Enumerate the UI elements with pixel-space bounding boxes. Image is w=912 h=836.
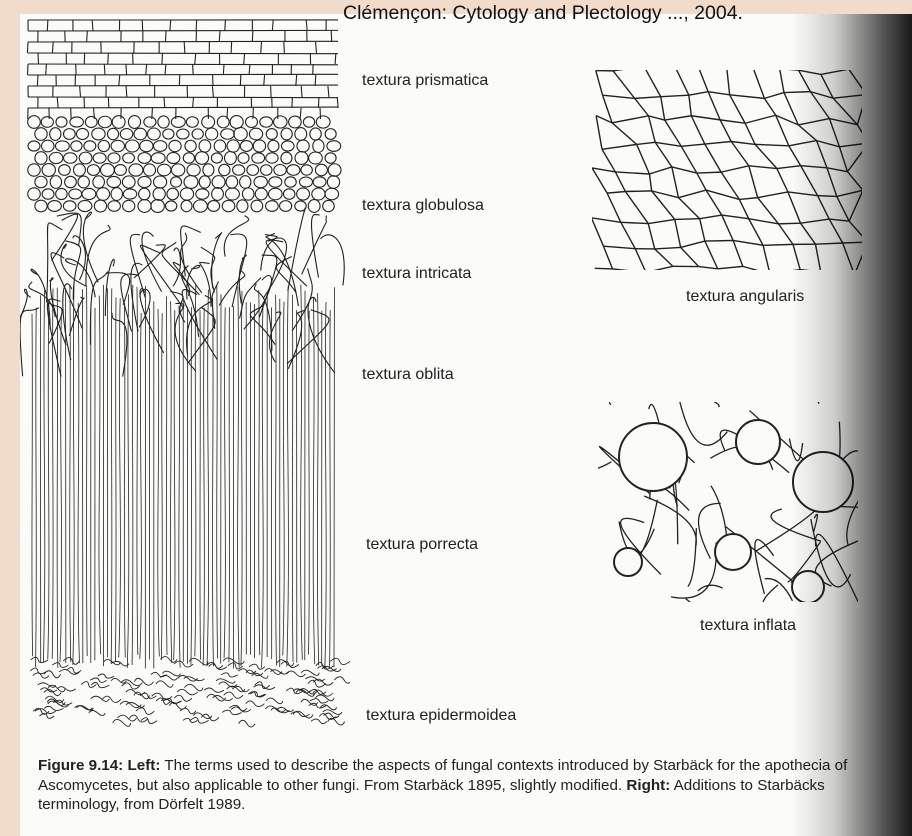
label-textura-angularis: textura angularis — [686, 288, 804, 306]
caption-right-label: Right: — [626, 777, 670, 794]
caption-left-label: Left: — [127, 757, 160, 774]
figure-caption: Figure 9.14: Left: The terms used to des… — [38, 756, 898, 815]
label-textura-prismatica: textura prismatica — [362, 72, 488, 90]
textura-angularis-drawing — [592, 70, 862, 270]
caption-figure-number: Figure 9.14: — [38, 757, 123, 774]
citation-header: Clémençon: Cytology and Plectology ..., … — [343, 2, 743, 25]
label-textura-inflata: textura inflata — [700, 617, 796, 635]
label-textura-porrecta: textura porrecta — [366, 536, 478, 554]
scanned-page: textura prismatica textura globulosa tex… — [20, 14, 912, 836]
tissue-layers-drawing — [20, 14, 350, 734]
label-textura-epidermoidea: textura epidermoidea — [366, 707, 516, 725]
label-textura-globulosa: textura globulosa — [362, 197, 484, 215]
label-textura-oblita: textura oblita — [362, 366, 454, 384]
label-textura-intricata: textura intricata — [362, 265, 471, 283]
textura-inflata-drawing — [598, 402, 858, 602]
